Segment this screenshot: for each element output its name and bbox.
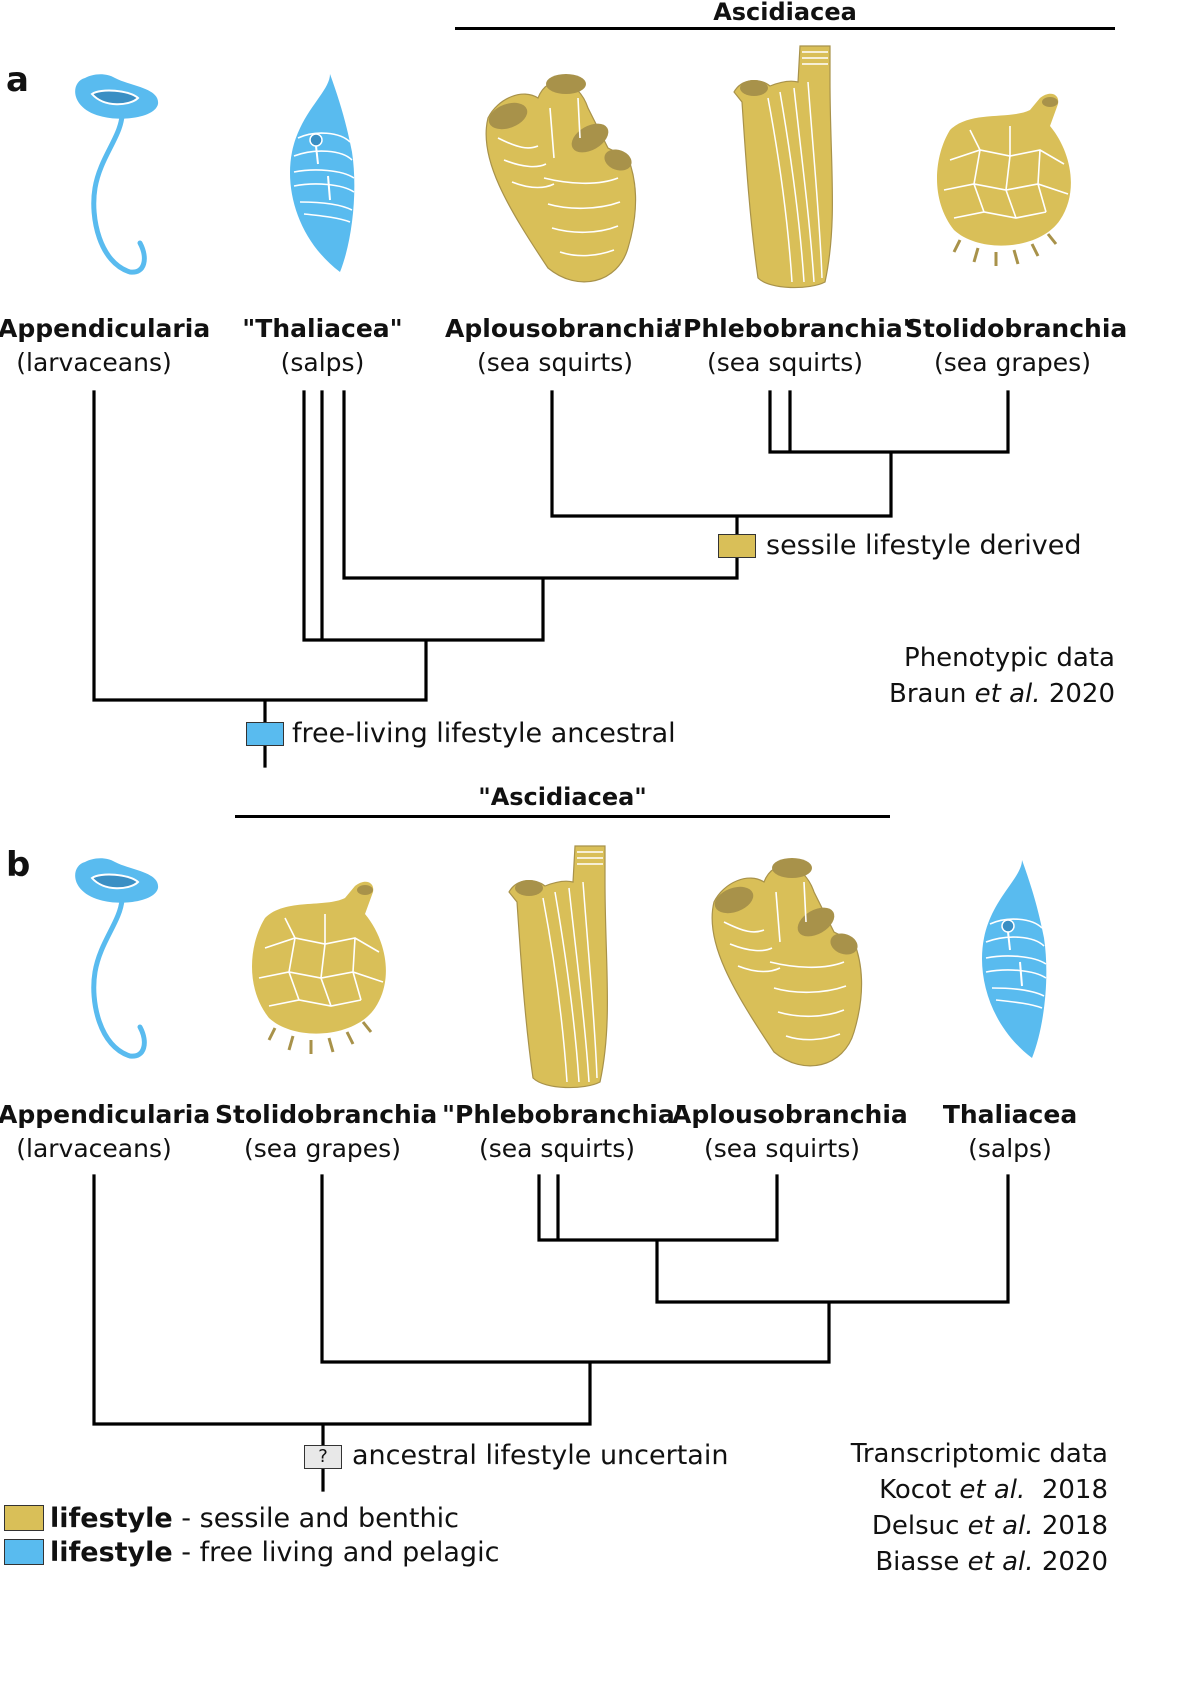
sea-grape-icon (252, 881, 386, 1054)
taxon-name: "Thaliacea" (242, 314, 403, 343)
taxon-common-name: (larvaceans) (16, 1134, 172, 1163)
panel-b-taxon-appendicularia: Appendicularia (larvaceans) (0, 1098, 211, 1166)
taxon-name: Appendicularia (0, 1100, 211, 1129)
sessile-derived-label: sessile lifestyle derived (766, 530, 1082, 561)
source-type: Phenotypic data (904, 643, 1115, 673)
panel-b-taxon-stolidobranchia: Stolidobranchia (sea grapes) (215, 1098, 438, 1166)
taxon-common-name: (sea grapes) (934, 348, 1091, 377)
taxon-name: Appendicularia (0, 314, 211, 343)
taxon-name: Thaliacea (942, 1100, 1078, 1129)
panel-a-branches (92, 390, 1010, 768)
taxon-name: Aplousobranchia (445, 314, 681, 343)
salp-icon (290, 74, 355, 272)
source-citation: Braun et al. 2020 (888, 679, 1115, 709)
solitary-sea-squirt-icon (733, 45, 834, 289)
panel-a-taxon-phlebobranchia: "Phlebobranchia" (sea squirts) (670, 312, 916, 380)
larvacean-icon (75, 74, 159, 275)
taxon-common-name: (larvaceans) (16, 348, 172, 377)
panel-b-taxon-thaliacea: Thaliacea (salps) (940, 1098, 1080, 1166)
source-type: Transcriptomic data (850, 1439, 1108, 1469)
panel-a-source: Phenotypic data Braun et al. 2020 (889, 640, 1115, 712)
taxon-name: Stolidobranchia (215, 1100, 438, 1129)
taxon-common-name: (sea squirts) (477, 348, 633, 377)
taxon-common-name: (sea squirts) (707, 348, 863, 377)
salp-icon (982, 860, 1047, 1058)
taxon-common-name: (salps) (968, 1134, 1052, 1163)
colonial-sea-squirt-icon (711, 858, 863, 1067)
taxon-name: "Phlebobranchia" (442, 1100, 688, 1129)
legend-swatch-free-living (4, 1539, 44, 1565)
panel-a-taxon-stolidobranchia: Stolidobranchia (sea grapes) (905, 312, 1128, 380)
legend-sessile: lifestyle - sessile and benthic (4, 1503, 459, 1534)
free-living-ancestral-label: free-living lifestyle ancestral (292, 718, 676, 749)
panel-a-taxon-aplousobranchia: Aplousobranchia (sea squirts) (445, 312, 681, 380)
uncertain-lifestyle-label: ancestral lifestyle uncertain (352, 1440, 729, 1471)
panel-b-clade-bar (235, 815, 890, 818)
panel-a-taxon-thaliacea: "Thaliacea" (salps) (230, 312, 415, 380)
source-citation: Kocot et al. 2018 (879, 1475, 1108, 1505)
panel-b-clade-label: "Ascidiacea" (478, 783, 647, 811)
panel-b-taxon-phlebobranchia: "Phlebobranchia" (sea squirts) (442, 1098, 688, 1166)
taxon-common-name: (sea squirts) (704, 1134, 860, 1163)
panel-b-sources: Transcriptomic data Kocot et al. 2018 De… (851, 1436, 1108, 1580)
panel-a-letter: a (6, 60, 29, 100)
uncertain-lifestyle-marker: ? (304, 1445, 342, 1469)
taxon-name: "Phlebobranchia" (670, 314, 916, 343)
panel-a-clade-label: Ascidiacea (713, 0, 857, 26)
panel-a-clade-bar (455, 27, 1115, 30)
legend-free-living: lifestyle - free living and pelagic (4, 1537, 499, 1568)
free-living-ancestral-marker (246, 722, 284, 746)
panel-b-taxon-aplousobranchia: Aplousobranchia (sea squirts) (672, 1098, 908, 1166)
taxon-common-name: (salps) (280, 348, 365, 377)
panel-b-letter: b (6, 845, 31, 885)
solitary-sea-squirt-icon (508, 845, 609, 1089)
legend-swatch-sessile (4, 1505, 44, 1531)
taxon-common-name: (sea squirts) (479, 1134, 635, 1163)
sessile-derived-marker (718, 534, 756, 558)
source-citation: Delsuc et al. 2018 (871, 1511, 1108, 1541)
colonial-sea-squirt-icon (485, 74, 637, 283)
taxon-name: Aplousobranchia (672, 1100, 908, 1129)
panel-b-branches (92, 1174, 1010, 1492)
larvacean-icon (75, 858, 159, 1059)
source-citation: Biasse et al. 2020 (875, 1547, 1108, 1577)
sea-grape-icon (937, 93, 1071, 266)
taxon-common-name: (sea grapes) (244, 1134, 401, 1163)
panel-a-taxon-appendicularia: Appendicularia (larvaceans) (0, 312, 211, 380)
taxon-name: Stolidobranchia (905, 314, 1128, 343)
